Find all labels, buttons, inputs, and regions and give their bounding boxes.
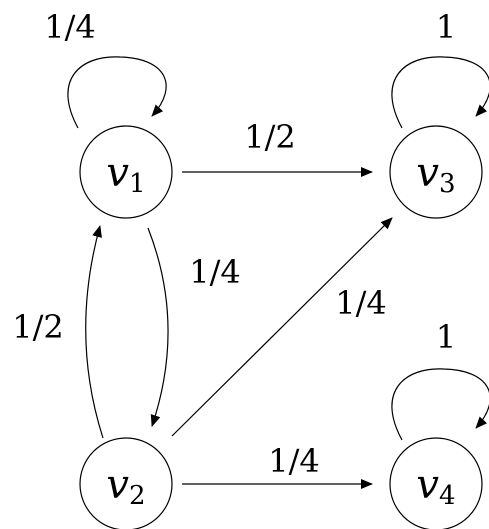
node-v3-var: v bbox=[416, 150, 439, 196]
node-v2-sub: 2 bbox=[129, 481, 146, 511]
node-v3: v3 bbox=[389, 125, 483, 219]
edge-v1-v2 bbox=[147, 227, 169, 427]
loop-v1 bbox=[67, 56, 167, 129]
node-v1-sub: 1 bbox=[129, 169, 146, 199]
label-v3-v3: 1 bbox=[436, 8, 456, 46]
edge-v2-v3 bbox=[171, 217, 393, 437]
label-v4-v4: 1 bbox=[436, 318, 456, 356]
svg-text:v3: v3 bbox=[416, 150, 455, 199]
label-v2-v3: 1/4 bbox=[335, 284, 387, 322]
node-v2: v2 bbox=[79, 437, 173, 529]
svg-text:v2: v2 bbox=[106, 462, 145, 511]
label-v2-v4: 1/4 bbox=[268, 442, 320, 480]
loop-v3 bbox=[391, 56, 489, 129]
svg-text:v1: v1 bbox=[106, 150, 145, 199]
node-v3-sub: 3 bbox=[439, 169, 456, 199]
node-v1: v1 bbox=[79, 125, 173, 219]
node-v2-var: v bbox=[106, 462, 129, 508]
label-v1-v1: 1/4 bbox=[44, 8, 96, 46]
node-v1-var: v bbox=[106, 150, 129, 196]
node-v4-var: v bbox=[416, 462, 439, 508]
svg-text:v4: v4 bbox=[416, 462, 455, 511]
label-v2-v1: 1/2 bbox=[12, 308, 64, 346]
loop-v4 bbox=[391, 368, 489, 441]
label-v1-v2: 1/4 bbox=[189, 253, 241, 291]
label-v1-v3: 1/2 bbox=[244, 118, 296, 156]
node-v4-sub: 4 bbox=[439, 481, 456, 511]
node-v4: v4 bbox=[389, 437, 483, 529]
edge-v2-v1 bbox=[85, 225, 104, 439]
